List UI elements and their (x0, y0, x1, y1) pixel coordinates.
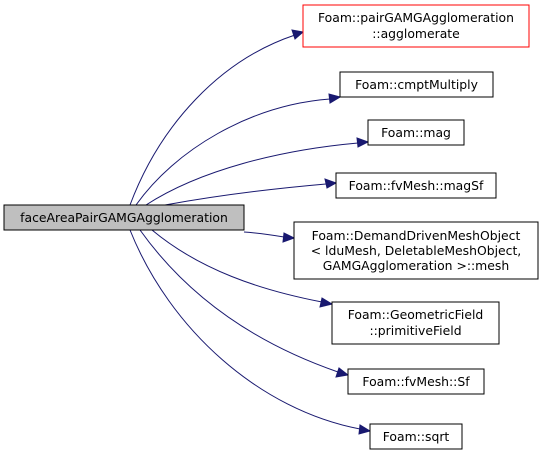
node-cmptmultiply[interactable]: Foam::cmptMultiply (339, 71, 494, 98)
arrowhead-sf-icon (335, 367, 350, 378)
node-mesh[interactable]: Foam::DemandDrivenMeshObject < lduMesh, … (293, 221, 539, 280)
edges (129, 29, 372, 435)
node-mesh-line-1: Foam::DemandDrivenMeshObject (312, 228, 521, 243)
arrowhead-pair-agglomerate-icon (291, 29, 305, 40)
edge-to-primitivefield (151, 229, 323, 303)
node-primitivefield-line-1: Foam::GeometricField (348, 307, 484, 322)
node-mesh-line-2: < lduMesh, DeletableMeshObject, (311, 243, 522, 258)
node-pair-agglomerate-line-1: Foam::pairGAMGAgglomeration (318, 10, 514, 25)
arrowhead-magsf-icon (324, 178, 338, 189)
node-pair-agglomerate-line-2: ::agglomerate (372, 26, 460, 41)
node-sqrt[interactable]: Foam::sqrt (369, 423, 463, 450)
node-mag[interactable]: Foam::mag (367, 119, 465, 146)
root-node-label: faceAreaPairGAMGAgglomeration (20, 210, 228, 225)
edge-to-sqrt (129, 229, 361, 430)
node-mag-label: Foam::mag (381, 125, 451, 140)
edge-to-mag (145, 142, 359, 206)
node-mesh-line-3: GAMGAgglomeration >::mesh (323, 258, 509, 273)
arrowhead-sqrt-icon (358, 424, 372, 435)
edge-to-pair-agglomerate (129, 34, 296, 206)
edge-to-sf (139, 229, 339, 373)
node-magsf-label: Foam::fvMesh::magSf (349, 178, 484, 193)
arrowhead-primitivefield-icon (319, 297, 334, 308)
edge-to-mesh (243, 231, 285, 238)
node-pair-agglomerate[interactable]: Foam::pairGAMGAgglomeration ::agglomerat… (302, 4, 530, 48)
root-node[interactable]: faceAreaPairGAMGAgglomeration (3, 204, 245, 231)
node-cmptmultiply-label: Foam::cmptMultiply (355, 77, 478, 92)
node-sqrt-label: Foam::sqrt (383, 429, 450, 444)
arrowhead-mesh-icon (282, 232, 296, 243)
edge-to-cmptmultiply (135, 98, 331, 206)
node-primitivefield-line-2: ::primitiveField (369, 323, 461, 338)
edge-to-magsf (164, 183, 327, 206)
node-sf-label: Foam::fvMesh::Sf (362, 374, 470, 389)
node-magsf[interactable]: Foam::fvMesh::magSf (335, 172, 497, 199)
arrowhead-mag-icon (356, 137, 370, 148)
node-sf[interactable]: Foam::fvMesh::Sf (347, 368, 485, 395)
node-primitivefield[interactable]: Foam::GeometricField ::primitiveField (331, 301, 500, 345)
arrowhead-cmptmultiply-icon (328, 93, 342, 104)
